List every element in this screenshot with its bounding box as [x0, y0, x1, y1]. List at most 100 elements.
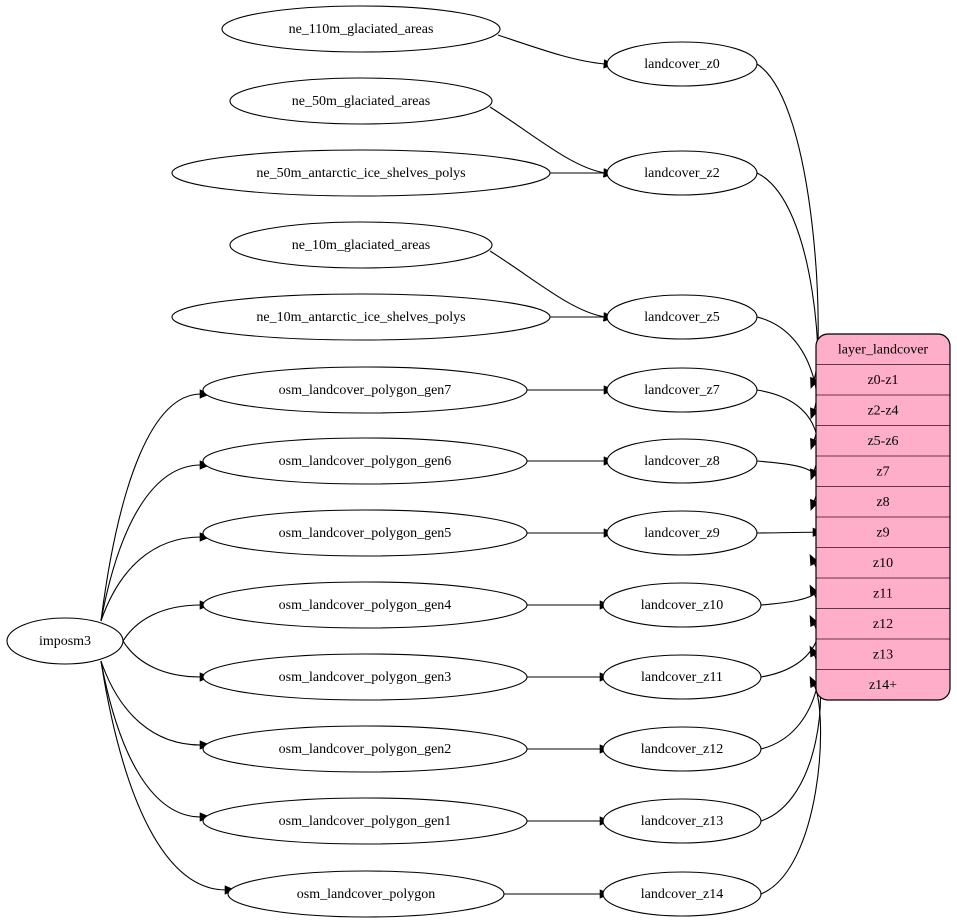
table-row-cell-z14+[interactable]: [816, 669, 950, 701]
node-ellipse-ne_50m_antarctic_ice_shelves_polys[interactable]: [171, 149, 551, 197]
node-ellipse-osm_landcover_polygon_gen6[interactable]: [202, 437, 528, 485]
table-row-cell-z11[interactable]: [816, 577, 950, 609]
node-landcover_z12[interactable]: landcover_z12: [602, 726, 762, 772]
table-row[interactable]: z7: [816, 455, 950, 487]
table-row-cell-z7[interactable]: [816, 455, 950, 487]
node-ellipse-osm_landcover_polygon_gen1[interactable]: [202, 797, 528, 845]
table-row[interactable]: z10: [816, 547, 950, 579]
table-row-cell-z12[interactable]: [816, 608, 950, 640]
node-osm_landcover_polygon[interactable]: osm_landcover_polygon: [227, 870, 505, 918]
edge-imposm3-to-osm_landcover_polygon_gen5: [100, 536, 202, 622]
edge-ne_110m_glaciated_areas-to-landcover_z0: [497, 34, 606, 65]
edge-landcover_z10-to-z10: [760, 562, 822, 606]
node-osm_landcover_polygon_gen5[interactable]: osm_landcover_polygon_gen5: [202, 509, 528, 557]
node-ellipse-ne_10m_glaciated_areas[interactable]: [229, 221, 493, 269]
table-row-cell-z5-z6[interactable]: [816, 425, 950, 457]
table-row[interactable]: z5-z6: [816, 425, 950, 457]
arrowhead-z10: [809, 554, 819, 566]
node-ellipse-landcover_z7[interactable]: [606, 367, 758, 413]
node-ellipse-landcover_z9[interactable]: [606, 510, 758, 556]
edge-ne_50m_glaciated_areas-to-landcover_z2: [489, 106, 606, 174]
edge-ne_10m_glaciated_areas-to-landcover_z5: [489, 250, 606, 318]
table-row[interactable]: z14+: [816, 669, 950, 701]
node-ellipse-osm_landcover_polygon_gen5[interactable]: [202, 509, 528, 557]
table-row[interactable]: z2-z4: [816, 394, 950, 426]
table-row[interactable]: z11: [816, 577, 950, 609]
node-landcover_z11[interactable]: landcover_z11: [602, 654, 762, 700]
node-ellipse-landcover_z14[interactable]: [602, 871, 762, 917]
table-row-cell-z10[interactable]: [816, 547, 950, 579]
node-osm_landcover_polygon_gen6[interactable]: osm_landcover_polygon_gen6: [202, 437, 528, 485]
node-landcover_z8[interactable]: landcover_z8: [606, 438, 758, 484]
nodes-layer: imposm3 ne_110m_glaciated_areas ne_50m_gla…: [6, 5, 762, 918]
edge-landcover_z0-to-z0-z1: [756, 63, 819, 380]
table-row[interactable]: z9: [816, 516, 950, 548]
node-ellipse-imposm3[interactable]: [6, 617, 124, 665]
node-landcover_z5[interactable]: landcover_z5: [606, 294, 758, 340]
node-osm_landcover_polygon_gen3[interactable]: osm_landcover_polygon_gen3: [202, 653, 528, 701]
node-ellipse-osm_landcover_polygon[interactable]: [227, 870, 505, 918]
node-osm_landcover_polygon_gen7[interactable]: osm_landcover_polygon_gen7: [202, 366, 528, 414]
node-ellipse-osm_landcover_polygon_gen3[interactable]: [202, 653, 528, 701]
edge-imposm3-to-osm_landcover_polygon_gen2: [100, 660, 202, 746]
table-row-cell-z13[interactable]: [816, 638, 950, 670]
edge-imposm3-to-osm_landcover_polygon_gen6: [100, 464, 202, 622]
table-row-cell-z2-z4[interactable]: [816, 394, 950, 426]
node-osm_landcover_polygon_gen4[interactable]: osm_landcover_polygon_gen4: [202, 581, 528, 629]
node-landcover_z13[interactable]: landcover_z13: [602, 798, 762, 844]
edge-landcover_z2-to-z2-z4: [756, 172, 819, 411]
node-ellipse-landcover_z2[interactable]: [606, 150, 758, 196]
node-imposm3[interactable]: imposm3: [6, 617, 124, 665]
edge-imposm3-to-osm_landcover_polygon_gen3: [122, 640, 202, 678]
node-ellipse-osm_landcover_polygon_gen2[interactable]: [202, 725, 528, 773]
node-landcover_z9[interactable]: landcover_z9: [606, 510, 758, 556]
table-outline: [815, 333, 951, 701]
node-ellipse-osm_landcover_polygon_gen4[interactable]: [202, 581, 528, 629]
node-ellipse-ne_110m_glaciated_areas[interactable]: [221, 5, 501, 53]
table-row-cell-z8[interactable]: [816, 486, 950, 518]
edge-imposm3-to-osm_landcover_polygon_gen1: [100, 660, 202, 818]
table-header-cell[interactable]: [816, 334, 950, 365]
node-ellipse-ne_50m_glaciated_areas[interactable]: [229, 77, 493, 125]
node-ellipse-landcover_z13[interactable]: [602, 798, 762, 844]
edge-landcover_z9-to-z9: [756, 531, 815, 534]
node-ne_110m_glaciated_areas[interactable]: ne_110m_glaciated_areas: [221, 5, 501, 53]
table-header-row[interactable]: layer_landcover: [816, 334, 950, 365]
node-ellipse-landcover_z10[interactable]: [602, 582, 762, 628]
edge-landcover_z14-to-z14+: [760, 684, 822, 895]
node-landcover_z2[interactable]: landcover_z2: [606, 150, 758, 196]
table-row[interactable]: z13: [816, 638, 950, 670]
node-landcover_z0[interactable]: landcover_z0: [606, 41, 758, 87]
node-ellipse-landcover_z12[interactable]: [602, 726, 762, 772]
node-ne_10m_antarctic_ice_shelves_polys[interactable]: ne_10m_antarctic_ice_shelves_polys: [171, 293, 551, 341]
node-landcover_z7[interactable]: landcover_z7: [606, 367, 758, 413]
node-ne_50m_antarctic_ice_shelves_polys[interactable]: ne_50m_antarctic_ice_shelves_polys: [171, 149, 551, 197]
arrowhead-z11: [809, 584, 819, 597]
node-ellipse-osm_landcover_polygon_gen7[interactable]: [202, 366, 528, 414]
node-ne_10m_glaciated_areas[interactable]: ne_10m_glaciated_areas: [229, 221, 493, 269]
node-landcover_z14[interactable]: landcover_z14: [602, 871, 762, 917]
table-row-cell-z9[interactable]: [816, 516, 950, 548]
edge-imposm3-to-osm_landcover_polygon_gen4: [122, 604, 202, 642]
node-landcover_z10[interactable]: landcover_z10: [602, 582, 762, 628]
node-ne_50m_glaciated_areas[interactable]: ne_50m_glaciated_areas: [229, 77, 493, 125]
edge-landcover_z5-to-z5-z6: [756, 316, 819, 441]
table-row[interactable]: z0-z1: [816, 364, 950, 396]
node-ellipse-landcover_z5[interactable]: [606, 294, 758, 340]
node-ellipse-landcover_z0[interactable]: [606, 41, 758, 87]
node-osm_landcover_polygon_gen1[interactable]: osm_landcover_polygon_gen1: [202, 797, 528, 845]
node-osm_landcover_polygon_gen2[interactable]: osm_landcover_polygon_gen2: [202, 725, 528, 773]
edge-imposm3-to-osm_landcover_polygon: [100, 660, 227, 891]
arrowhead-z12: [809, 615, 819, 627]
arrowhead-z13: [809, 645, 819, 658]
node-ellipse-landcover_z11[interactable]: [602, 654, 762, 700]
table-row[interactable]: z12: [816, 608, 950, 640]
table-row[interactable]: z8: [816, 486, 950, 518]
node-ellipse-ne_10m_antarctic_ice_shelves_polys[interactable]: [171, 293, 551, 341]
edge-landcover_z11-to-z11: [760, 593, 822, 678]
table-row-cell-z0-z1[interactable]: [816, 364, 950, 396]
node-ellipse-landcover_z8[interactable]: [606, 438, 758, 484]
edge-landcover_z7-to-z7: [756, 389, 819, 472]
